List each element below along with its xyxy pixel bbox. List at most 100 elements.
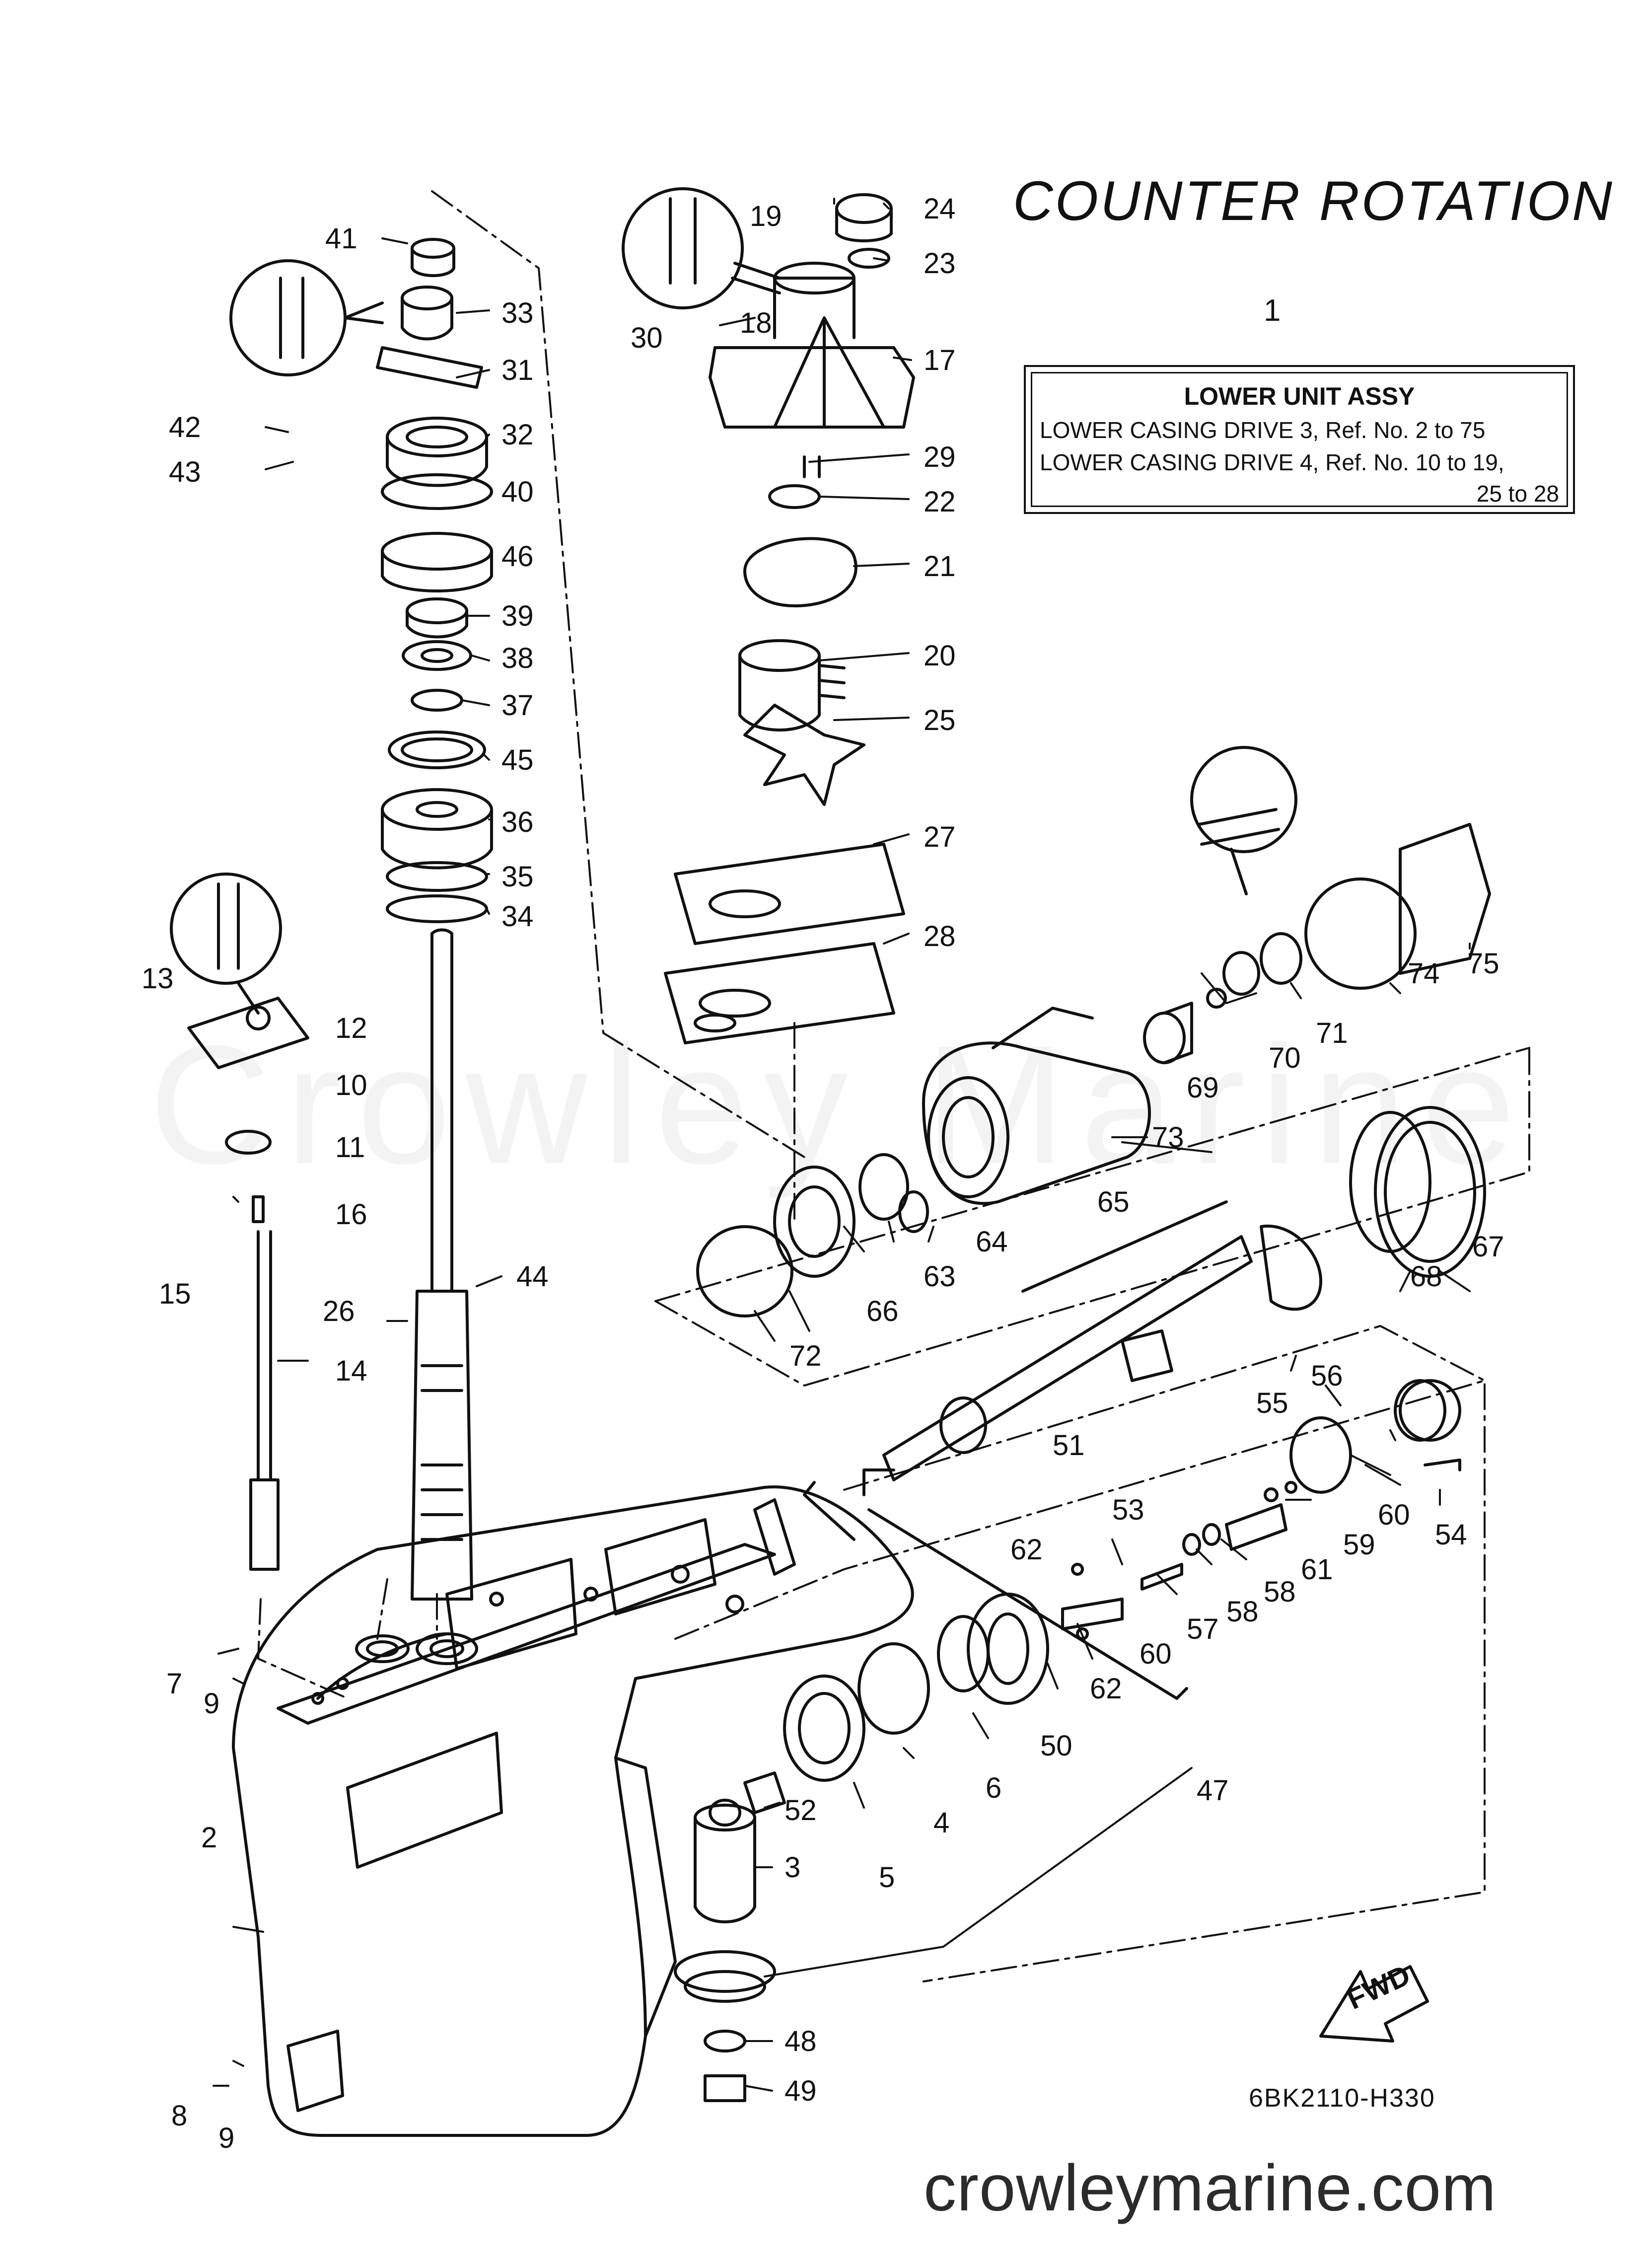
callout-60-left: 60 <box>1140 1638 1172 1670</box>
callout-62-upper: 62 <box>1010 1534 1043 1566</box>
callout-28: 28 <box>924 920 956 952</box>
callout-57: 57 <box>1187 1613 1219 1645</box>
callout-3: 3 <box>785 1851 800 1884</box>
callout-45: 45 <box>501 744 534 776</box>
callout-34: 34 <box>501 900 534 933</box>
callouts: 2 3 4 5 6 7 8 9 9 10 11 12 13 14 15 16 1… <box>142 193 1504 2154</box>
assembly-boundary-lines <box>257 190 1530 1982</box>
callout-23: 23 <box>924 247 956 280</box>
callout-16: 16 <box>335 1198 367 1231</box>
diagram-code: 6BK2110-H330 <box>1249 2084 1435 2113</box>
callout-32: 32 <box>501 419 534 451</box>
callout-66: 66 <box>866 1295 899 1327</box>
fwd-label: FWD <box>1342 1959 1415 2016</box>
callout-8: 8 <box>171 2100 187 2132</box>
callout-52: 52 <box>785 1794 817 1827</box>
callout-51: 51 <box>1053 1429 1085 1462</box>
callout-24: 24 <box>924 193 956 225</box>
assembly-ref-number: 1 <box>1264 293 1281 328</box>
callout-73: 73 <box>1152 1121 1184 1154</box>
callout-20: 20 <box>924 640 956 672</box>
callout-18: 18 <box>740 307 772 339</box>
callout-22: 22 <box>924 486 956 518</box>
assembly-line-2: LOWER CASING DRIVE 4, Ref. No. 10 to 19, <box>1040 449 1504 475</box>
callout-61: 61 <box>1301 1553 1333 1586</box>
callout-49: 49 <box>785 2075 817 2107</box>
callout-31: 31 <box>501 354 534 386</box>
callout-9-upper: 9 <box>204 1687 219 1720</box>
lower-casing <box>232 1481 914 2137</box>
callout-46: 46 <box>501 540 534 573</box>
callout-40: 40 <box>501 476 534 508</box>
callout-54: 54 <box>1435 1519 1467 1551</box>
callout-59: 59 <box>1343 1529 1375 1561</box>
callout-70: 70 <box>1269 1042 1301 1074</box>
detail-circles <box>170 187 1297 1015</box>
callout-74: 74 <box>1408 957 1440 990</box>
assembly-line-3: 25 to 28 <box>1476 481 1559 507</box>
callout-29: 29 <box>924 441 956 473</box>
callout-64: 64 <box>976 1226 1008 1258</box>
callout-69: 69 <box>1187 1072 1219 1104</box>
callout-71: 71 <box>1316 1017 1348 1049</box>
water-pump-stack <box>664 193 915 1044</box>
callout-53: 53 <box>1112 1494 1144 1526</box>
callout-47: 47 <box>1197 1774 1229 1807</box>
callout-33: 33 <box>501 297 534 329</box>
callout-55: 55 <box>1256 1387 1288 1419</box>
assembly-line-1: LOWER CASING DRIVE 3, Ref. No. 2 to 75 <box>1040 417 1486 443</box>
callout-7: 7 <box>166 1668 182 1700</box>
callout-15: 15 <box>159 1278 191 1310</box>
shift-rod-stack <box>187 997 309 1571</box>
callout-13: 13 <box>142 962 174 995</box>
callout-43: 43 <box>169 456 201 488</box>
callout-21: 21 <box>924 550 956 583</box>
leader-lines <box>213 198 1471 2092</box>
watermark: Crowley Marine <box>149 1008 1530 1202</box>
callout-25: 25 <box>924 704 956 736</box>
callout-2: 2 <box>201 1822 217 1854</box>
website-link[interactable]: crowleymarine.com <box>924 2151 1497 2224</box>
callout-42: 42 <box>169 411 201 443</box>
callout-68: 68 <box>1410 1260 1442 1293</box>
callout-27: 27 <box>924 821 956 853</box>
callout-60-right: 60 <box>1378 1499 1410 1531</box>
callout-35: 35 <box>501 861 534 893</box>
callout-58-upper: 58 <box>1264 1576 1296 1608</box>
callout-10: 10 <box>335 1069 367 1101</box>
callout-67: 67 <box>1472 1231 1504 1263</box>
callout-58-lower: 58 <box>1226 1596 1259 1628</box>
page-title: COUNTER ROTATION <box>1013 170 1614 232</box>
callout-36: 36 <box>501 806 534 838</box>
callout-5: 5 <box>879 1861 895 1894</box>
callout-30: 30 <box>631 322 663 354</box>
callout-37: 37 <box>501 689 534 722</box>
callout-6: 6 <box>986 1772 1001 1804</box>
callout-48: 48 <box>785 2025 817 2057</box>
fwd-arrow-icon <box>1319 1965 1429 2043</box>
callout-44: 44 <box>516 1260 549 1293</box>
propeller-shaft-housing <box>696 823 1491 1496</box>
callout-19: 19 <box>750 200 782 232</box>
gear-set <box>674 1200 1446 2102</box>
callout-12: 12 <box>335 1012 367 1044</box>
callout-72: 72 <box>789 1340 822 1372</box>
callout-63: 63 <box>924 1260 956 1293</box>
callout-62-lower: 62 <box>1090 1673 1122 1705</box>
callout-9-lower: 9 <box>218 2122 234 2154</box>
callout-11: 11 <box>335 1131 365 1164</box>
callout-50: 50 <box>1040 1730 1072 1762</box>
callout-75: 75 <box>1467 948 1499 980</box>
callout-56: 56 <box>1311 1360 1343 1392</box>
drive-shaft-stack <box>376 238 493 1601</box>
callout-39: 39 <box>501 600 534 632</box>
callout-38: 38 <box>501 642 534 674</box>
assembly-box: LOWER UNIT ASSY LOWER CASING DRIVE 3, Re… <box>1024 365 1575 514</box>
callout-65: 65 <box>1097 1186 1130 1218</box>
callout-4: 4 <box>933 1807 949 1839</box>
callout-41: 41 <box>325 222 357 255</box>
callout-17: 17 <box>924 344 956 376</box>
callout-14: 14 <box>335 1355 367 1387</box>
assembly-heading: LOWER UNIT ASSY <box>1184 382 1415 410</box>
